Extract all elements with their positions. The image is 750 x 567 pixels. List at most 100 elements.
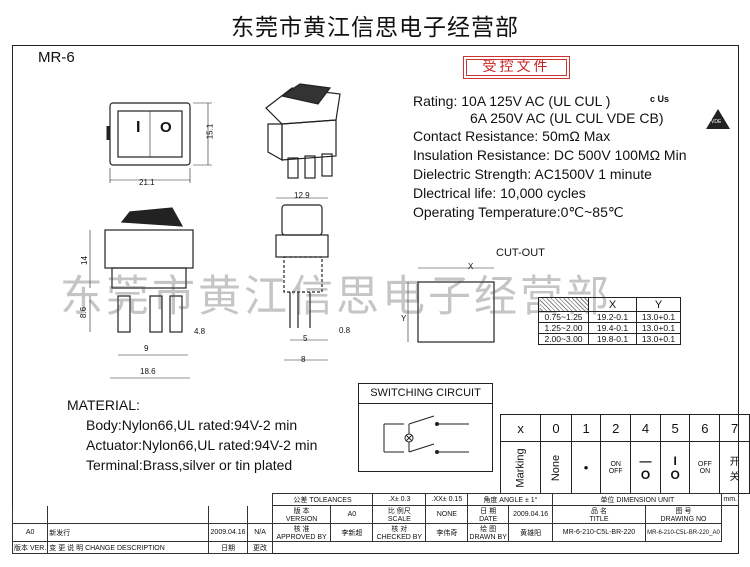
dim-5: 5 xyxy=(303,334,308,343)
spec-dielectric: Dielectric Strength: AC1500V 1 minute xyxy=(413,166,652,182)
front-view-body xyxy=(109,102,191,166)
circuit-diagram xyxy=(383,415,469,454)
material-terminal: Terminal:Brass,silver or tin plated xyxy=(86,457,293,473)
marking-header: 2 xyxy=(600,414,632,442)
iso-view-terminal xyxy=(287,157,299,179)
dim-18-6: 18.6 xyxy=(140,367,156,376)
dim-21-1: 21.1 xyxy=(139,178,155,187)
cutout-table: X Y 0.75~1.25 19.2-0.1 13.0+0.1 1.25~2.0… xyxy=(538,297,681,345)
tb-drawing-number: MR-6-210-C5L-BR-220_A0 xyxy=(644,523,723,542)
cutout-header-x: X xyxy=(588,297,637,312)
tb-date-value: 2009.04.16 xyxy=(507,505,554,524)
dim-4-8: 4.8 xyxy=(194,327,206,336)
cutout-y-label: Y xyxy=(401,314,407,323)
tb-angle: 角度 ANGLE ± 1° xyxy=(467,493,554,506)
vde-cert-icon xyxy=(706,109,730,129)
side-view-2-body xyxy=(275,234,329,258)
switching-circuit: SWITCHING CIRCUIT xyxy=(358,383,493,472)
table-row: 2.00~3.00 19.8-0.1 13.0+0.1 xyxy=(538,333,681,345)
watermark: 东莞市黄江信思电子经营部 xyxy=(60,272,612,322)
marking-cell: 开 关 xyxy=(719,441,750,494)
cutout-header-y: Y xyxy=(636,297,681,312)
tb-tol: 公差 TOLEANCES xyxy=(271,493,374,506)
tb-draw-value: 黄雄阳 xyxy=(507,523,554,542)
material-title: MATERIAL: xyxy=(67,397,140,413)
table-cell: 19.4-0.1 xyxy=(588,322,637,334)
drawing-frame xyxy=(12,45,739,554)
marking-header: 6 xyxy=(689,414,721,442)
marking-header: x xyxy=(499,414,542,442)
marking-cell: — O xyxy=(630,441,661,494)
tb-check-value: 李伟奇 xyxy=(425,523,469,542)
switching-title: SWITCHING CIRCUIT xyxy=(359,384,492,404)
cutout-x-label: X xyxy=(468,262,474,271)
tb-date-header: 日期 xyxy=(207,541,249,554)
side-view-actuator xyxy=(120,207,184,227)
material-block: MATERIAL: Body:Nylon66,UL rated:94V-2 mi… xyxy=(67,395,317,475)
spec-temperature: Operating Temperature:0℃~85℃ xyxy=(413,204,624,220)
vde-cert-text: VDE xyxy=(711,119,722,125)
spec-rating-1: Rating: 10A 125V AC (UL CUL ) xyxy=(413,93,611,109)
symbol-i: O xyxy=(160,119,172,136)
title-block: 公差 TOLEANCES .X± 0.3 .XX± 0.15 角度 ANGLE … xyxy=(11,493,739,554)
marking-header: 7 xyxy=(719,414,750,442)
table-row: 1.25~2.00 19.4-0.1 13.0+0.1 xyxy=(538,322,681,334)
table-cell: 13.0+0.1 xyxy=(636,333,681,345)
spec-contact: Contact Resistance: 50mΩ Max xyxy=(413,128,611,144)
tb-tol2: .XX± 0.15 xyxy=(425,493,469,506)
symbol-o: I xyxy=(136,119,141,136)
cutout-hatch-header xyxy=(538,297,589,312)
marking-label: Marking xyxy=(514,447,527,488)
spec-insulation: Insulation Resistance: DC 500V 100MΩ Min xyxy=(413,147,687,163)
table-cell: 13.0+0.1 xyxy=(636,322,681,334)
marking-table: x 0 1 2 4 5 6 7 Marking None • ON OFF — … xyxy=(499,414,750,494)
spec-rating-2: 6A 250V AC (UL CUL VDE CB) xyxy=(470,110,664,126)
cutout-rect xyxy=(417,281,495,343)
marking-cell: • xyxy=(570,441,602,494)
tb-ver-header: 版本 VER. xyxy=(11,541,49,554)
dim-12-9: 12.9 xyxy=(294,191,310,200)
tb-rev-na: N/A xyxy=(247,523,273,542)
marking-header: 4 xyxy=(630,414,661,442)
page-title: 东莞市黄江信思电子经营部 xyxy=(231,15,519,41)
dim-8: 8 xyxy=(301,355,306,364)
controlled-document-stamp: 受控文件 xyxy=(463,56,570,79)
marking-cell: ON OFF xyxy=(600,441,632,494)
dim-0-8: 0.8 xyxy=(339,326,351,335)
tb-approve-value: 李新超 xyxy=(330,523,374,542)
model-label: MR-6 xyxy=(38,49,75,66)
table-cell: 0.75~1.25 xyxy=(538,311,589,323)
tb-version-value: A0 xyxy=(330,505,374,524)
table-cell: 1.25~2.00 xyxy=(538,322,589,334)
tb-tol1: .X± 0.3 xyxy=(372,493,427,506)
tb-rev: A0 xyxy=(11,523,49,542)
spec-life: Dlectrical life: 10,000 cycles xyxy=(413,185,586,201)
marking-cell: OFF ON xyxy=(689,441,721,494)
mechanical-drawings xyxy=(89,83,495,379)
tb-unit: 单位 DIMENSION UNIT xyxy=(552,493,723,506)
tb-by-header: 更改 xyxy=(247,541,273,554)
marking-header: 1 xyxy=(570,414,602,442)
marking-header: 0 xyxy=(540,414,572,442)
side-view-2-actuator xyxy=(281,204,323,236)
table-cell: 19.8-0.1 xyxy=(588,333,637,345)
material-body: Body:Nylon66,UL rated:94V-2 min xyxy=(86,417,298,433)
tb-scale-value: NONE xyxy=(425,505,469,524)
table-cell: 13.0+0.1 xyxy=(636,311,681,323)
material-actuator: Actuator:Nylon66,UL rated:94V-2 min xyxy=(86,437,318,453)
marking-cell: I O xyxy=(659,441,691,494)
marking-cell: None xyxy=(549,454,562,481)
dim-9: 9 xyxy=(144,344,149,353)
ul-cert-icon: c Us xyxy=(650,94,670,104)
table-cell: 2.00~3.00 xyxy=(538,333,589,345)
tb-unit-value: mm. xyxy=(721,493,739,506)
marking-header: 5 xyxy=(659,414,691,442)
tb-desc-header: 变 更 说 明 CHANGE DESCRIPTION xyxy=(47,541,209,554)
